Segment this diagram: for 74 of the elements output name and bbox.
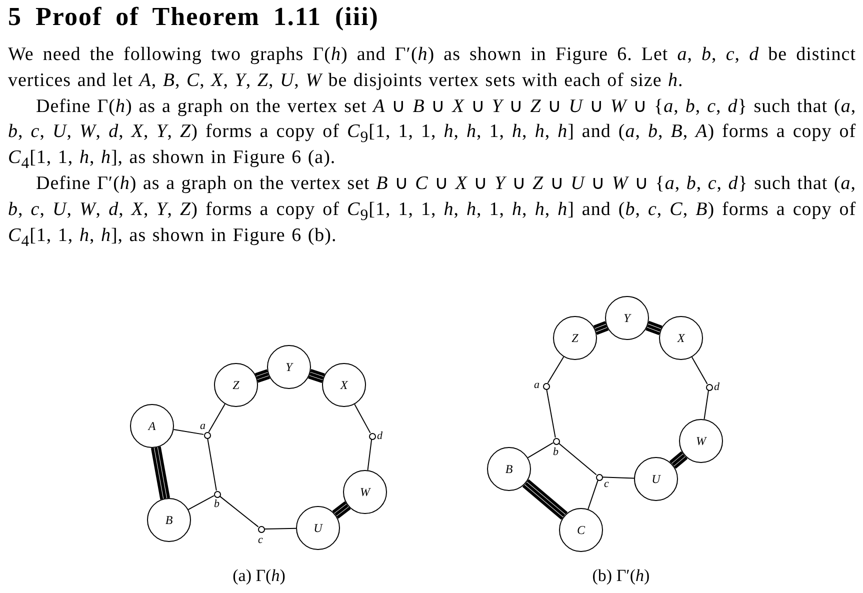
vertex-label: W xyxy=(696,434,706,448)
section-heading: 5 Proof of Theorem 1.11 (iii) xyxy=(8,2,379,32)
paragraph: We need the following two graphs Γ(h) and Γ′(h) as shown in Figure 6. Let a, b, c, d be distinct vertices and let A, B, C, X, Y, Z, U, W be disjoints vertex sets with each of size h. xyxy=(8,43,856,93)
figure-caption: (b) Γ′(h) xyxy=(592,566,650,586)
vertex-label: a xyxy=(534,380,540,391)
edge-line xyxy=(367,438,372,471)
vertex-set-circle xyxy=(553,316,597,360)
edge-line xyxy=(691,356,708,384)
edge-bundle xyxy=(307,368,326,384)
vertex-label: B xyxy=(165,512,173,528)
vertex-dot xyxy=(542,382,550,390)
edge-bundle xyxy=(150,445,170,501)
vertex-set-circle xyxy=(679,419,723,463)
vertex-set-circle xyxy=(296,506,340,550)
vertex-set-circle xyxy=(559,508,603,552)
edge-line xyxy=(547,356,564,384)
vertex-dot xyxy=(214,490,220,498)
vertex-label: Z xyxy=(232,378,240,392)
edge-line xyxy=(602,476,635,479)
vertex-set-circle xyxy=(659,316,703,360)
vertex-dot xyxy=(204,432,210,438)
vertex-label: U xyxy=(314,520,322,536)
vertex-set-circle xyxy=(487,447,531,491)
edge-bundle xyxy=(592,321,610,335)
vertex-label: b xyxy=(214,499,220,510)
edge-line xyxy=(264,528,296,530)
vertex-set-circle xyxy=(214,363,258,407)
edge-bundle xyxy=(644,320,664,336)
vertex-label: d xyxy=(377,431,382,442)
vertex-dot xyxy=(552,438,560,444)
edge-line xyxy=(208,404,226,432)
edge-line xyxy=(219,496,259,528)
paragraph: Define Γ′(h) as a graph on the vertex set B ∪ C ∪ X ∪ Y ∪ Z ∪ U ∪ W ∪ {a, b, c, d} such that (a, b, c, U, W, d, X, Y, Z) forms a copy of C$_{9}$[1, 1, 1, h, h, 1, h, h, h] and (b, c, C, B) forms a copy of C$_{4}$[1, 1, h, h], as shown in Figure 6 (b). xyxy=(8,172,856,248)
vertex-label: a xyxy=(200,421,206,432)
vertex-label: Y xyxy=(624,310,630,326)
vertex-dot xyxy=(706,384,712,390)
vertex-label: B xyxy=(505,462,513,476)
vertex-label: A xyxy=(148,418,156,434)
vertex-set-circle xyxy=(130,404,174,448)
vertex-set-circle xyxy=(605,296,649,340)
edge-bundle xyxy=(668,450,688,470)
vertex-set-circle xyxy=(322,363,366,407)
edge-bundle xyxy=(254,369,272,383)
vertex-label: W xyxy=(360,484,370,500)
edge-bundle xyxy=(522,478,568,520)
edge-line xyxy=(354,404,371,434)
edge-line xyxy=(188,495,214,510)
edge-line xyxy=(588,480,598,510)
vertex-label: U xyxy=(652,472,660,486)
vertex-dot xyxy=(368,432,376,440)
vertex-set-circle xyxy=(147,498,191,542)
vertex-set-circle xyxy=(343,470,387,514)
vertex-label: d xyxy=(714,382,720,393)
edge-line xyxy=(207,438,217,492)
vertex-dot xyxy=(596,474,602,480)
edge-line xyxy=(173,429,204,435)
vertex-label: Y xyxy=(286,360,292,374)
edge-line xyxy=(527,442,554,458)
edge-line xyxy=(704,390,709,420)
edge-line xyxy=(558,442,597,476)
vertex-label: X xyxy=(677,330,685,346)
edge-line xyxy=(546,388,556,438)
paragraph: Define Γ(h) as a graph on the vertex set A ∪ B ∪ X ∪ Y ∪ Z ∪ U ∪ W ∪ {a, b, c, d} such that (a, b, c, U, W, d, X, Y, Z) forms a copy of C$_{9}$[1, 1, 1, h, h, 1, h, h, h] and (a, b, B, A) forms a copy of C$_{4}$[1, 1, h, h], as shown in Figure 6 (a). xyxy=(8,94,856,171)
vertex-label: c xyxy=(258,535,263,546)
vertex-dot xyxy=(258,526,264,532)
vertex-label: X xyxy=(340,378,348,392)
vertex-label: Z xyxy=(572,330,578,346)
vertex-set-circle xyxy=(634,457,678,501)
edge-bundle xyxy=(332,500,352,520)
vertex-label: b xyxy=(553,447,558,458)
vertex-label: c xyxy=(604,479,609,490)
vertex-set-circle xyxy=(267,345,311,389)
vertex-label: C xyxy=(576,522,585,538)
figure-caption: (a) Γ(h) xyxy=(232,566,286,586)
